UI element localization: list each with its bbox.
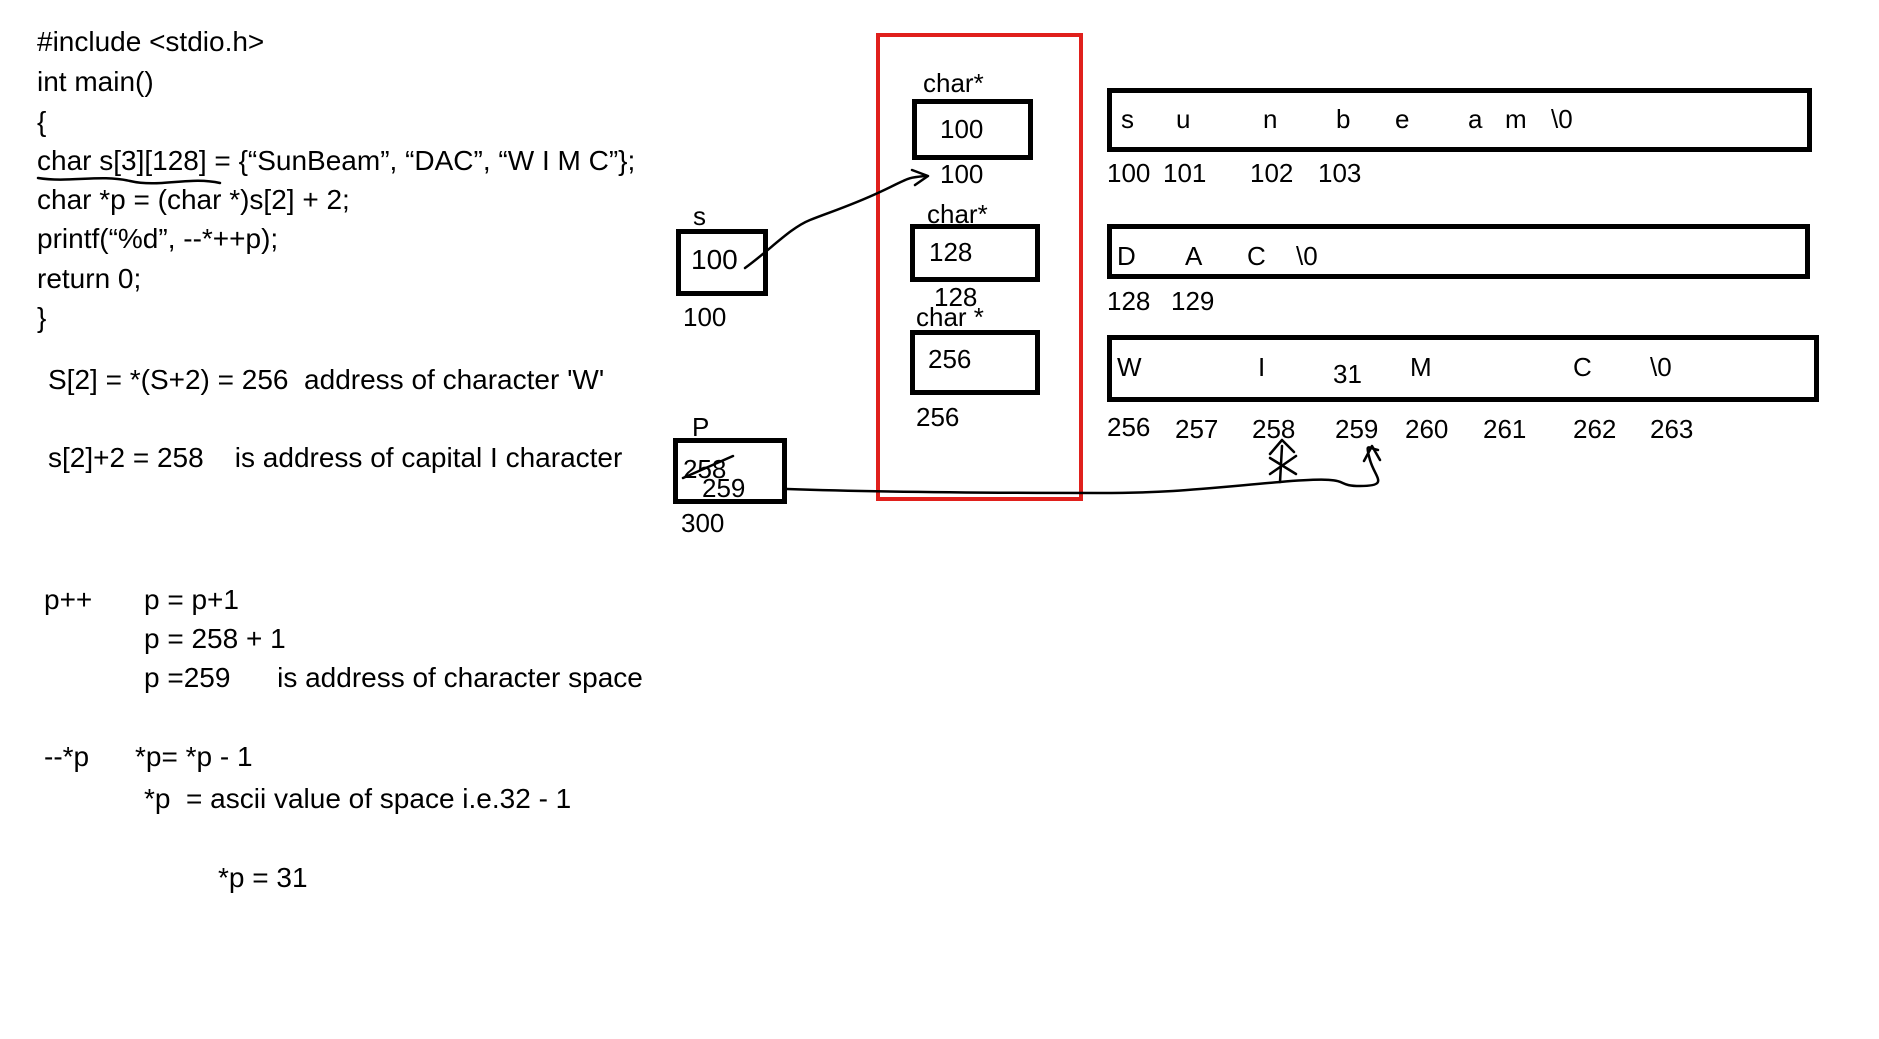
note-s2plus2: s[2]+2 = 258 is address of capital I cha… <box>48 442 623 473</box>
code-line: char s[3][128] = {“SunBeam”, “DAC”, “W I… <box>37 145 636 176</box>
var-p-address: 300 <box>681 508 725 538</box>
string-char: b <box>1336 104 1351 134</box>
arrowhead <box>1362 444 1382 463</box>
string-address: 128 <box>1107 286 1151 316</box>
note-pinc-2: p = 258 + 1 <box>144 623 286 654</box>
string-char: M <box>1410 352 1432 382</box>
strike-mark <box>681 454 735 480</box>
string-row-sunbeam <box>1107 88 1812 152</box>
var-p-value-new: 259 <box>702 473 746 503</box>
pointer-cell <box>910 330 1040 395</box>
string-address: 261 <box>1483 414 1527 444</box>
string-address: 101 <box>1163 158 1207 188</box>
code-line: #include <stdio.h> <box>37 26 265 57</box>
string-address: 262 <box>1573 414 1617 444</box>
string-char: C <box>1247 241 1266 271</box>
note-pinc-3: p =259 is address of character space <box>144 662 643 693</box>
string-char: e <box>1395 104 1410 134</box>
code-line: return 0; <box>37 263 142 294</box>
string-address: 100 <box>1107 158 1151 188</box>
string-char: W <box>1117 352 1142 382</box>
string-address: 256 <box>1107 412 1151 442</box>
arrowhead <box>910 168 930 187</box>
var-s-address: 100 <box>683 302 727 332</box>
string-char: n <box>1263 104 1278 134</box>
var-s-box <box>676 229 768 296</box>
pointer-cell-address: 128 <box>934 282 978 312</box>
string-char: I <box>1258 352 1266 382</box>
string-address: 257 <box>1175 414 1219 444</box>
string-char: m <box>1505 104 1527 134</box>
code-line: printf(“%d”, --*++p); <box>37 223 279 254</box>
note-pinc-1: p = p+1 <box>144 584 239 615</box>
pointer-cell-address: 100 <box>940 159 984 189</box>
code-line: int main() <box>37 66 154 97</box>
pointer-cell-value: 128 <box>929 237 973 267</box>
var-p-box <box>673 438 787 504</box>
string-address: 258 <box>1252 414 1296 444</box>
note-dec-3: *p = 31 <box>218 862 308 893</box>
note-s2: S[2] = *(S+2) = 256 address of character… <box>48 364 605 395</box>
pointer-cell-address: 256 <box>916 402 960 432</box>
string-row-wimc <box>1107 335 1819 402</box>
arrow-s-to-array <box>743 174 927 270</box>
string-char: \0 <box>1650 352 1672 382</box>
crossed-arrow-head <box>1268 438 1296 456</box>
string-address: 259 <box>1335 414 1379 444</box>
note-dec-1: *p= *p - 1 <box>135 741 253 772</box>
pointer-cell <box>912 99 1033 160</box>
string-char: D <box>1117 241 1136 271</box>
note-pinc-label: p++ <box>44 584 93 615</box>
note-dec-2: *p = ascii value of space i.e.32 - 1 <box>144 783 572 814</box>
code-line: char *p = (char *)s[2] + 2; <box>37 184 350 215</box>
pointer-cell-value: 100 <box>940 114 984 144</box>
string-char: a <box>1468 104 1483 134</box>
var-p-name: P <box>692 412 710 442</box>
string-row-dac <box>1107 224 1810 279</box>
string-char: \0 <box>1296 241 1318 271</box>
string-address: 260 <box>1405 414 1449 444</box>
string-address: 263 <box>1650 414 1694 444</box>
string-char: u <box>1176 104 1191 134</box>
var-s-name: s <box>693 201 706 231</box>
pointer-type-label: char* <box>923 68 984 98</box>
string-address: 129 <box>1171 286 1215 316</box>
cross-mark <box>1268 454 1298 476</box>
pointer-cell <box>910 224 1040 282</box>
code-line: } <box>37 302 47 333</box>
pointer-cell-value: 256 <box>928 344 972 374</box>
var-s-value: 100 <box>691 244 738 275</box>
pointer-array-highlight <box>876 33 1083 501</box>
pointer-type-label: char* <box>927 199 988 229</box>
string-char: C <box>1573 352 1592 382</box>
string-char-modified: 31 <box>1333 359 1362 389</box>
code-line: { <box>37 106 47 137</box>
string-char: s <box>1121 104 1134 134</box>
string-address: 102 <box>1250 158 1294 188</box>
underline-squiggle <box>36 176 222 185</box>
string-char: A <box>1185 241 1203 271</box>
pointer-type-label: char * <box>916 302 984 332</box>
note-dec-label: --*p <box>44 741 90 772</box>
string-char: \0 <box>1551 104 1573 134</box>
string-address: 103 <box>1318 158 1362 188</box>
